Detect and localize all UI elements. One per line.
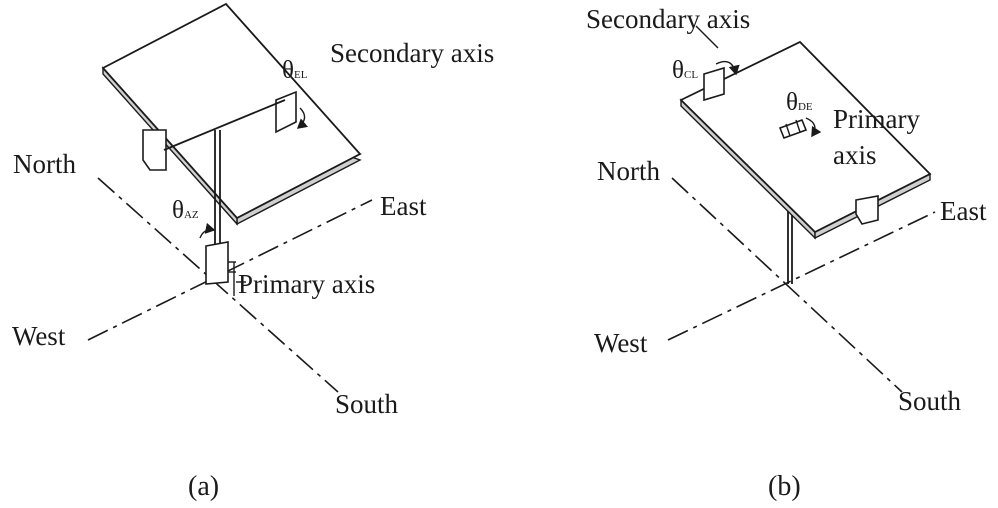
elevation-rotation-arrow-a — [296, 107, 309, 129]
north-label-b: North — [597, 156, 660, 186]
theta-az-label-a: θAZ — [172, 197, 199, 224]
diagram-b: North South East West Secondary axis Pri… — [586, 4, 987, 502]
azimuth-rotation-arrow-a — [199, 222, 216, 239]
east-west-line-a — [87, 199, 373, 341]
cl-rotation-arrow-b — [715, 60, 740, 76]
theta-de-label-b: θDE — [786, 89, 813, 116]
west-label-a: West — [12, 321, 66, 351]
de-rotation-arrow-b — [805, 117, 822, 138]
bracket-bottom-b — [855, 195, 879, 225]
west-label-b: West — [594, 328, 648, 358]
solar-panel-b — [679, 40, 932, 234]
primary-axis-label-b-line2: axis — [833, 140, 877, 170]
crossbar-a — [163, 99, 286, 151]
primary-hinge-b — [778, 118, 808, 140]
solar-panel-a — [101, 2, 362, 220]
diagram-a: North South East West Primary axis Secon… — [12, 2, 494, 502]
north-south-line-a — [97, 177, 339, 393]
primary-axis-label-b-line1: Primary — [833, 104, 920, 134]
north-south-line-b — [671, 177, 903, 393]
south-label-b: South — [898, 386, 962, 416]
theta-cl-label-b: θCL — [672, 57, 698, 84]
bracket-top-b — [703, 66, 725, 102]
bracket-left-a — [142, 129, 167, 171]
east-west-line-b — [667, 211, 936, 341]
theta-el-label-a: θEL — [282, 57, 308, 84]
east-label-b: East — [940, 196, 987, 226]
east-label-a: East — [380, 191, 427, 221]
primary-post-a — [205, 241, 229, 285]
north-label-a: North — [13, 149, 76, 179]
caption-b: (b) — [768, 471, 801, 502]
primary-axis-label-a: Primary axis — [238, 269, 375, 299]
secondary-axis-label-a: Secondary axis — [330, 38, 494, 68]
caption-a: (a) — [188, 471, 219, 502]
secondary-axis-label-b: Secondary axis — [586, 4, 750, 34]
south-label-a: South — [335, 389, 399, 419]
